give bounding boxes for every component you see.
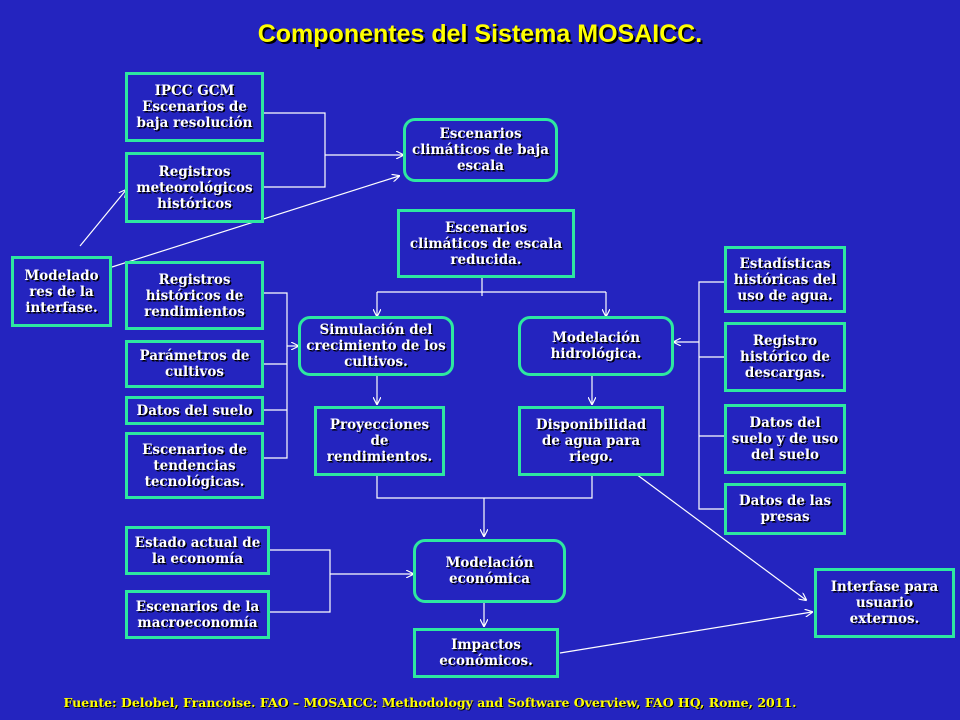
arrow-impactos-interfase [559,612,812,654]
modelacion-hidrologica-box: Modelación hidrológica. [518,316,674,376]
registro-descargas-box: Registro histórico de descargas. [724,322,846,392]
escenarios-tendencias-box: Escenarios de tendencias tecnológicas. [125,432,264,499]
simulacion-crecimiento-box: Simulación del crecimiento de los cultiv… [298,316,454,376]
escenarios-escala-reducida-box: Escenarios climáticos de escala reducida… [397,209,575,278]
connector-bottom-join [376,476,593,499]
datos-suelo-uso-box: Datos del suelo y de uso del suelo [724,404,846,474]
proyecciones-rendimientos-box: Proyecciones de rendimientos. [314,406,445,476]
connector-economy-inputs [270,549,331,613]
connector-hydro-inputs [698,281,724,510]
escenarios-macroeconomia-box: Escenarios de la macroeconomía [125,590,270,639]
diagram-title: Componentes del Sistema MOSAICC. [257,20,703,48]
modeladores-box: Modelado res de la interfase. [11,256,112,327]
modelacion-economica-box: Modelación económica [413,539,566,603]
estado-economia-box: Estado actual de la economía [125,526,270,575]
ipcc-gcm-box: IPCC GCM Escenarios de baja resolución [125,72,264,142]
disponibilidad-agua-box: Disponibilidad de agua para riego. [518,406,664,476]
registros-rendimientos-box: Registros históricos de rendimientos [125,261,264,330]
arrow-modeladores-registros [79,190,126,247]
impactos-economicos-box: Impactos económicos. [413,628,559,678]
datos-presas-box: Datos de las presas [724,483,846,535]
estadisticas-agua-box: Estadísticas históricas del uso de agua. [724,246,846,313]
connector-ipcc [264,112,326,188]
parametros-cultivos-box: Parámetros de cultivos [125,340,264,388]
source-citation: Fuente: Delobel, Francoise. FAO – MOSAIC… [63,695,797,710]
arrow-disponibilidad-interfase [635,473,806,600]
interfase-usuario-box: Interfase para usuario externos. [814,568,955,638]
datos-suelo-box: Datos del suelo [125,396,264,425]
escenarios-baja-escala-box: Escenarios climáticos de baja escala [403,118,558,182]
registros-meteorologicos-box: Registros meteorológicos históricos [125,152,264,223]
connector-crop-inputs [264,292,288,459]
